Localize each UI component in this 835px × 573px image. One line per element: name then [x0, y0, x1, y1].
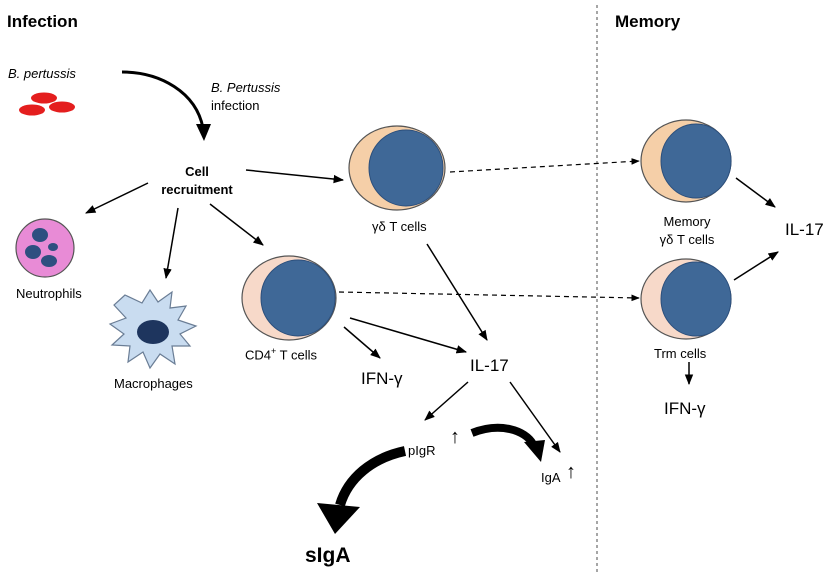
infection-heading: Infection: [7, 12, 78, 31]
curved-arrow-pigr-to-iga: [470, 423, 537, 447]
pathogen-label: B. pertussis: [8, 66, 76, 81]
arrow-to-gd: [245, 169, 345, 184]
neutrophil-icon: [15, 218, 75, 278]
dashed-arrow-cd4-to-trm: [338, 291, 640, 302]
arrow-trm-to-il17: [733, 251, 779, 281]
memory-gd-line2: γδ T cells: [659, 232, 715, 247]
il17-memory-label: IL-17: [785, 220, 824, 239]
ifn-gamma-trm-label: IFN-γ: [664, 399, 706, 418]
siga-label: sIgA: [305, 544, 351, 567]
arrow-cd4-to-il17: [349, 317, 468, 354]
gd-t-cells-label: γδ T cells: [372, 219, 427, 234]
memory-heading: Memory: [615, 12, 681, 31]
bacteria-icon: [19, 92, 75, 116]
arrow-il17-to-iga: [509, 381, 561, 453]
cell-recruitment-label: Cell recruitment: [150, 163, 244, 199]
arrow-gd-to-il17: [426, 243, 488, 341]
pigr-label: pIgR: [408, 443, 436, 458]
cd4-suffix: T cells: [276, 347, 317, 363]
neutrophils-label: Neutrophils: [16, 286, 82, 301]
curved-arrowhead-iga: [524, 440, 545, 462]
memory-gd-t-cells-label: Memory γδ T cells: [632, 213, 742, 249]
gd-t-cell-icon: [348, 125, 446, 211]
cell-recruitment-line2: recruitment: [161, 182, 233, 197]
cell-recruitment-line1: Cell: [185, 164, 209, 179]
pigr-up-arrow: ↑: [450, 426, 460, 448]
cd4-superscript: +: [271, 346, 277, 356]
infection-arrowhead: [196, 124, 211, 141]
iga-label: IgA: [541, 470, 561, 485]
il17-center-label: IL-17: [470, 356, 509, 375]
arrow-memory-to-il17: [735, 177, 776, 208]
cd4-t-cells-label: CD4+ T cells: [245, 346, 317, 362]
infection-arrow: [121, 70, 205, 129]
cd4-prefix: CD4: [245, 347, 272, 363]
arrow-cd4-to-ifn: [343, 326, 381, 359]
curved-arrowhead-siga: [317, 503, 360, 534]
memory-gd-line1: Memory: [663, 214, 711, 229]
arrow-il17-to-pigr: [424, 381, 469, 421]
iga-up-arrow: ↑: [566, 461, 576, 483]
trm-cell-icon: [640, 258, 732, 340]
macrophage-icon: [108, 288, 198, 370]
memory-t-cell-icon: [640, 119, 732, 203]
arrow-to-macrophages: [163, 207, 179, 280]
cd4-t-cell-icon: [241, 255, 337, 341]
arrow-to-cd4: [209, 203, 264, 246]
ifn-gamma-cd4-label: IFN-γ: [361, 369, 403, 388]
infection-label-line1: B. Pertussis: [211, 80, 281, 95]
dashed-arrow-gd-to-memory: [449, 158, 640, 173]
infection-label-line2: infection: [211, 98, 260, 113]
infection-label: B. Pertussis infection: [211, 79, 280, 115]
curved-arrow-pigr-to-siga: [335, 446, 407, 507]
trm-cells-label: Trm cells: [654, 346, 707, 361]
arrow-to-neutrophils: [85, 182, 149, 214]
macrophages-label: Macrophages: [114, 376, 193, 391]
